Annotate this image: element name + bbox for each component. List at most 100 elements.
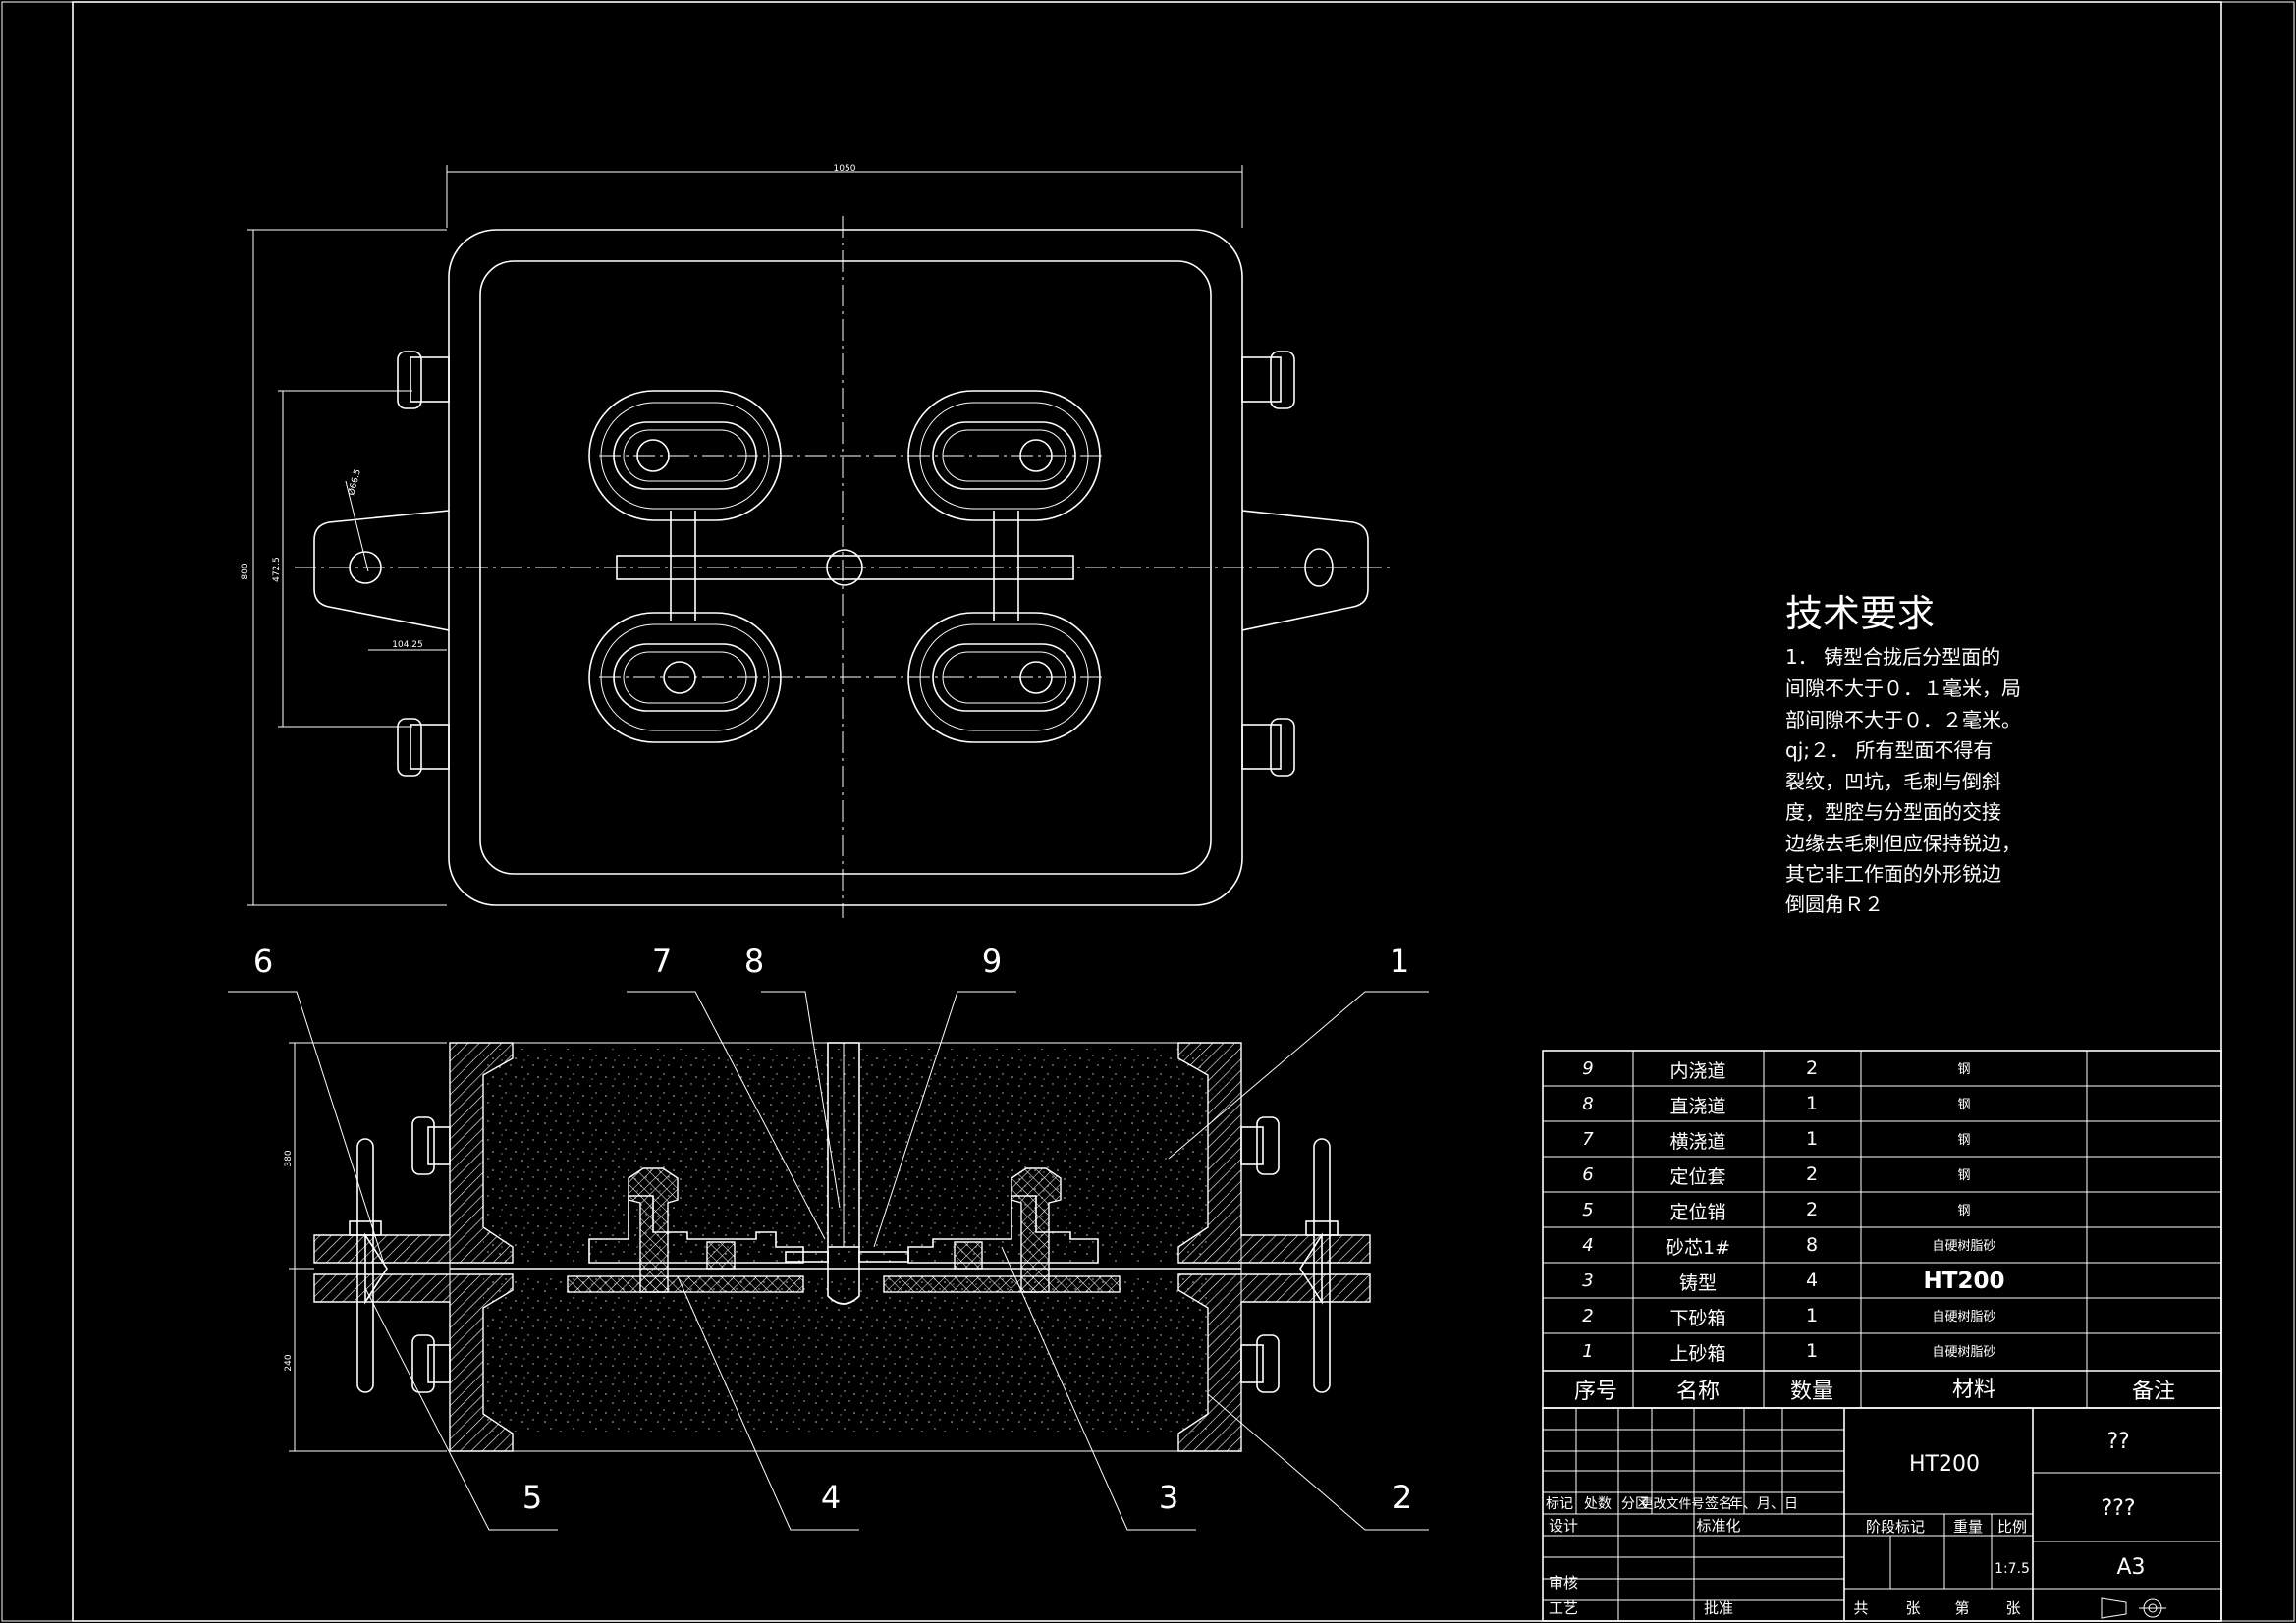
tech-line: 边缘去毛刺但应保持锐边， — [1785, 832, 2021, 855]
balloon-7: 7 — [652, 943, 672, 980]
dim-lug-dia: Ø66.5 — [346, 468, 363, 497]
inner-frame — [72, 1, 2222, 1622]
svg-text:名称: 名称 — [1676, 1380, 1720, 1404]
svg-text:钢: 钢 — [1957, 1168, 1970, 1183]
tb-stage: 阶段标记 — [1866, 1518, 1925, 1536]
tech-line: qj;２． 所有型面不得有 — [1785, 738, 1993, 762]
bom-row-3: 3 铸型 4 HT200 — [1582, 1269, 2004, 1294]
svg-text:1: 1 — [1806, 1093, 1818, 1114]
bom-row-2: 2 下砂箱 1 自硬树脂砂 — [1582, 1305, 1995, 1329]
svg-text:直浇道: 直浇道 — [1669, 1096, 1725, 1117]
tb-unit1: 张 — [1905, 1599, 1920, 1617]
tb-col-change: 更改文件号 — [1640, 1497, 1704, 1512]
flask-handles — [397, 351, 1295, 777]
svg-text:8: 8 — [1806, 1234, 1818, 1256]
svg-text:钢: 钢 — [1957, 1062, 1970, 1077]
dim-sec-lower: 240 — [284, 1354, 294, 1371]
projection-symbol-icon — [2101, 1597, 2166, 1619]
tech-line: 部间隙不大于０．２毫米。 — [1785, 708, 2021, 731]
svg-text:8: 8 — [1582, 1094, 1593, 1114]
tech-line: 度，型腔与分型面的交接 — [1785, 800, 2001, 824]
dim-left-height: 800 — [241, 563, 250, 579]
bom-header: 序号 名称 数量 材料 备注 — [1574, 1378, 2175, 1404]
flask-lug-right — [1241, 510, 1369, 631]
dim-top-width: 1050 — [834, 164, 856, 174]
svg-text:4: 4 — [1582, 1235, 1593, 1256]
upper-sand — [483, 1049, 1208, 1263]
svg-text:铸型: 铸型 — [1679, 1272, 1717, 1294]
tb-size: A3 — [2116, 1555, 2145, 1580]
casting-cavities — [588, 390, 1101, 743]
svg-text:1: 1 — [1806, 1340, 1818, 1362]
svg-text:1: 1 — [1806, 1305, 1818, 1326]
tb-total: 共 — [1853, 1599, 1868, 1617]
tb-col-count: 处数 — [1584, 1496, 1612, 1512]
tech-title: 技术要求 — [1785, 592, 1935, 635]
dim-inner-height: 472.5 — [272, 557, 282, 582]
bom-row-8: 8 直浇道 1 钢 — [1582, 1093, 1970, 1117]
dim-sec-upper: 380 — [284, 1150, 294, 1166]
balloon-3: 3 — [1159, 1479, 1178, 1516]
svg-text:上砂箱: 上砂箱 — [1669, 1343, 1725, 1365]
svg-text:钢: 钢 — [1957, 1098, 1970, 1112]
bom-row-7: 7 横浇道 1 钢 — [1582, 1128, 1970, 1153]
svg-text:1: 1 — [1582, 1341, 1593, 1362]
tech-line: 1． 铸型合拢后分型面的 — [1785, 645, 2000, 669]
tb-approve: 批准 — [1704, 1599, 1733, 1617]
tb-process: 工艺 — [1549, 1599, 1578, 1617]
tech-line: 其它非工作面的外形锐边 — [1785, 862, 2001, 886]
svg-text:备注: 备注 — [2132, 1380, 2175, 1404]
svg-text:2: 2 — [1806, 1199, 1818, 1220]
casting-mold-left — [567, 1275, 804, 1293]
tech-line: 倒圆角Ｒ２ — [1785, 893, 1884, 916]
svg-text:9: 9 — [1582, 1058, 1593, 1079]
svg-text:横浇道: 横浇道 — [1669, 1131, 1725, 1153]
svg-text:数量: 数量 — [1790, 1380, 1833, 1404]
sand-core-right — [1011, 1167, 1062, 1293]
sand-core-left — [628, 1167, 679, 1293]
tb-col-sign: 签名 — [1705, 1495, 1732, 1512]
sprue-top — [826, 549, 863, 586]
balloon-9: 9 — [982, 943, 1002, 980]
locating-pin-left — [349, 1138, 388, 1393]
balloon-8: 8 — [744, 943, 764, 980]
tech-line: 裂纹，凹坑，毛刺与倒斜 — [1785, 770, 2001, 793]
dim-lug-small: 104.25 — [392, 640, 423, 650]
section-view: 380 240 — [228, 943, 1429, 1531]
svg-text:钢: 钢 — [1957, 1133, 1970, 1148]
svg-text:2: 2 — [1806, 1057, 1818, 1079]
flask-lug-left — [313, 510, 450, 631]
balloon-1: 1 — [1390, 943, 1409, 980]
svg-text:2: 2 — [1582, 1306, 1593, 1326]
tb-weight: 重量 — [1953, 1518, 1983, 1536]
bom-row-1: 1 上砂箱 1 自硬树脂砂 — [1582, 1340, 1995, 1365]
svg-text:材料: 材料 — [1952, 1378, 1995, 1402]
tb-standard: 标准化 — [1696, 1517, 1740, 1535]
tb-review: 审核 — [1549, 1574, 1578, 1592]
bom-row-5: 5 定位销 2 钢 — [1582, 1199, 1970, 1223]
tb-material: HT200 — [1909, 1452, 1980, 1477]
balloon-5: 5 — [522, 1479, 542, 1516]
tb-col-date: 年、月、日 — [1729, 1496, 1798, 1512]
title-block: 标记 处数 分区 更改文件号 签名 年、月、日 设计 标准化 审核 工艺 批准 … — [1542, 1407, 2222, 1622]
svg-text:6: 6 — [1582, 1164, 1593, 1185]
balloon-6: 6 — [253, 943, 273, 980]
svg-text:内浇道: 内浇道 — [1669, 1060, 1725, 1082]
svg-text:下砂箱: 下砂箱 — [1669, 1308, 1725, 1329]
tb-sheet-no: 第 — [1954, 1599, 1969, 1617]
svg-text:序号: 序号 — [1574, 1380, 1617, 1404]
svg-text:7: 7 — [1582, 1129, 1594, 1150]
tb-unit2: 张 — [2005, 1599, 2020, 1617]
lower-sand — [483, 1274, 1208, 1432]
tech-line: 间隙不大于０．１毫米，局 — [1785, 676, 2021, 700]
casting-mold-right — [883, 1275, 1121, 1293]
tb-col-mark: 标记 — [1546, 1496, 1573, 1512]
svg-text:自硬树脂砂: 自硬树脂砂 — [1932, 1239, 1995, 1254]
locating-pin-right — [1299, 1138, 1339, 1393]
runner-bar — [616, 555, 1074, 580]
top-view: 1050 800 472.5 104.25 Ø66.5 — [241, 164, 1394, 918]
svg-text:HT200: HT200 — [1924, 1269, 2005, 1294]
bom-row-6: 6 定位套 2 钢 — [1582, 1163, 1970, 1188]
svg-text:砂芯1#: 砂芯1# — [1666, 1237, 1730, 1259]
